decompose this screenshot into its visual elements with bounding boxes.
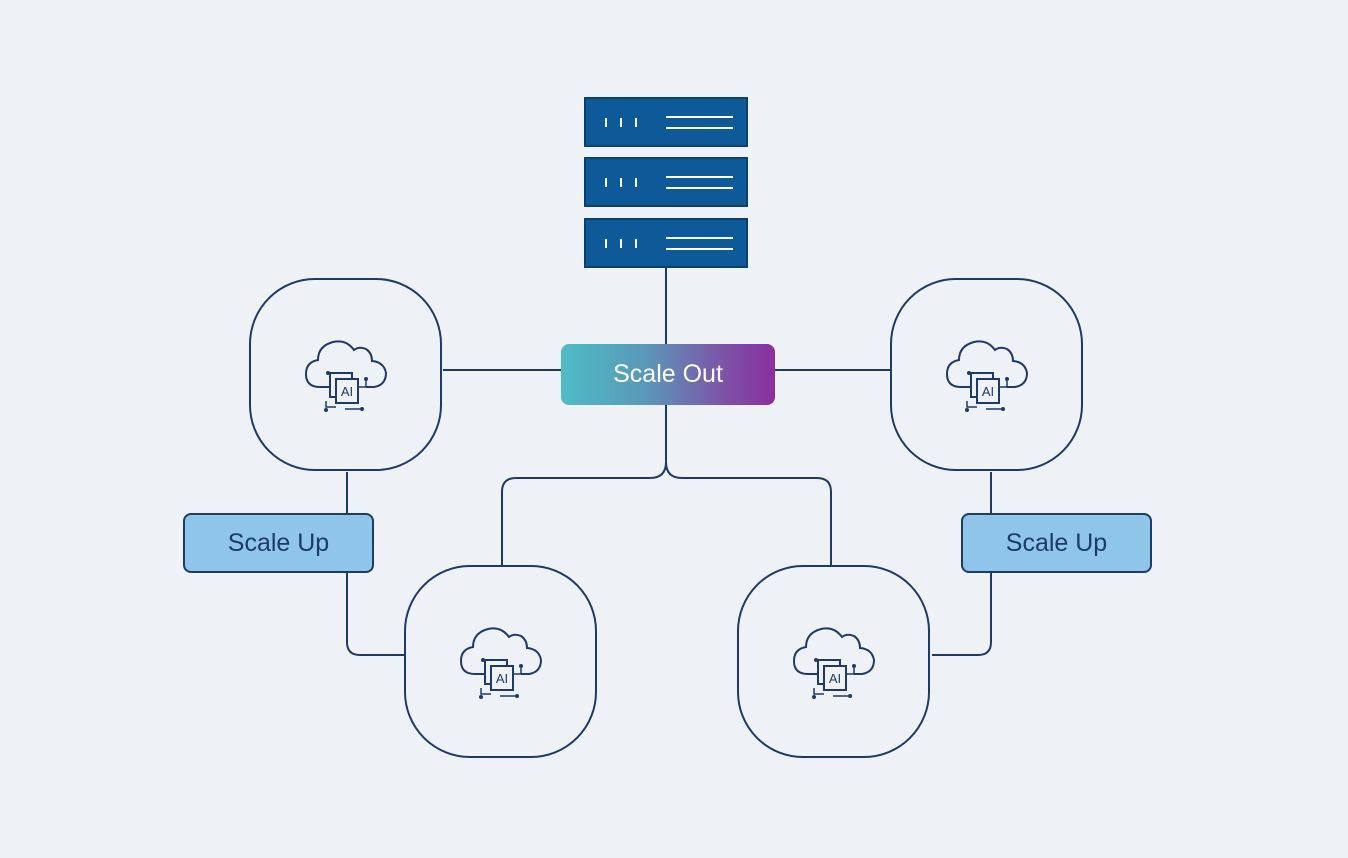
hub-to-node-bottom-left-line	[501, 461, 667, 565]
server-unit-1	[584, 97, 748, 147]
server-led	[605, 239, 607, 248]
server-slot-line	[666, 187, 733, 189]
scale-up-left-label: Scale Up	[183, 513, 374, 573]
server-led	[620, 118, 622, 127]
server-slot-line	[666, 237, 733, 239]
server-led	[605, 118, 607, 127]
ai-node-bottom-left: AI	[404, 565, 597, 758]
ai-badge-text: AI	[495, 671, 507, 686]
hub-to-node-bottom-right-line	[665, 461, 832, 565]
server-slot-line	[666, 176, 733, 178]
server-unit-2	[584, 157, 748, 207]
server-unit-3	[584, 218, 748, 268]
scale-up-right-label: Scale Up	[961, 513, 1152, 573]
server-led	[635, 118, 637, 127]
server-slot-line	[666, 127, 733, 129]
server-led	[605, 178, 607, 187]
server-led	[635, 178, 637, 187]
scale-up-right-to-node-bottom-right-line	[932, 573, 992, 656]
server-led	[620, 178, 622, 187]
ai-node-top-right: AI	[890, 278, 1083, 471]
server-slot-line	[666, 116, 733, 118]
cloud-ai-icon: AI	[792, 626, 875, 699]
ai-badge-text: AI	[340, 384, 352, 399]
ai-node-top-left: AI	[249, 278, 442, 471]
cloud-ai-icon: AI	[304, 339, 387, 412]
cloud-ai-icon: AI	[945, 339, 1028, 412]
ai-badge-text: AI	[828, 671, 840, 686]
server-slot-line	[666, 248, 733, 250]
cloud-ai-icon: AI	[459, 626, 542, 699]
scale-up-left-to-node-bottom-left-line	[346, 573, 404, 656]
scale-out-hub: Scale Out	[561, 344, 775, 405]
ai-node-bottom-right: AI	[737, 565, 930, 758]
ai-badge-text: AI	[981, 384, 993, 399]
server-led	[635, 239, 637, 248]
server-led	[620, 239, 622, 248]
